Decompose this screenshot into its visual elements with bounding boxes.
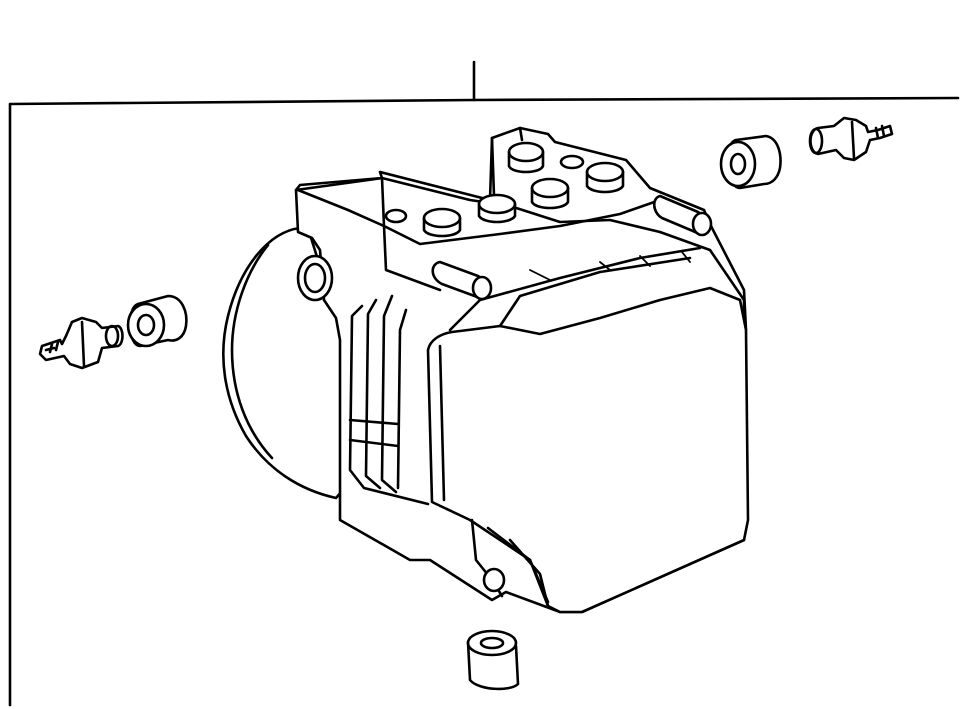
rubber-insulator-icon[interactable] xyxy=(468,631,518,689)
locating-pins xyxy=(433,196,711,299)
mounting-bolt-icon[interactable] xyxy=(810,118,892,160)
diagram-frame xyxy=(10,98,958,705)
rubber-insulator-icon[interactable] xyxy=(128,296,186,346)
control-unit-cover xyxy=(350,248,748,612)
rubber-insulator-icon[interactable] xyxy=(721,136,780,188)
mounting-bolt-icon[interactable] xyxy=(40,318,123,368)
brake-line-ports xyxy=(386,143,623,236)
abs-modulator-icon[interactable] xyxy=(223,128,748,612)
